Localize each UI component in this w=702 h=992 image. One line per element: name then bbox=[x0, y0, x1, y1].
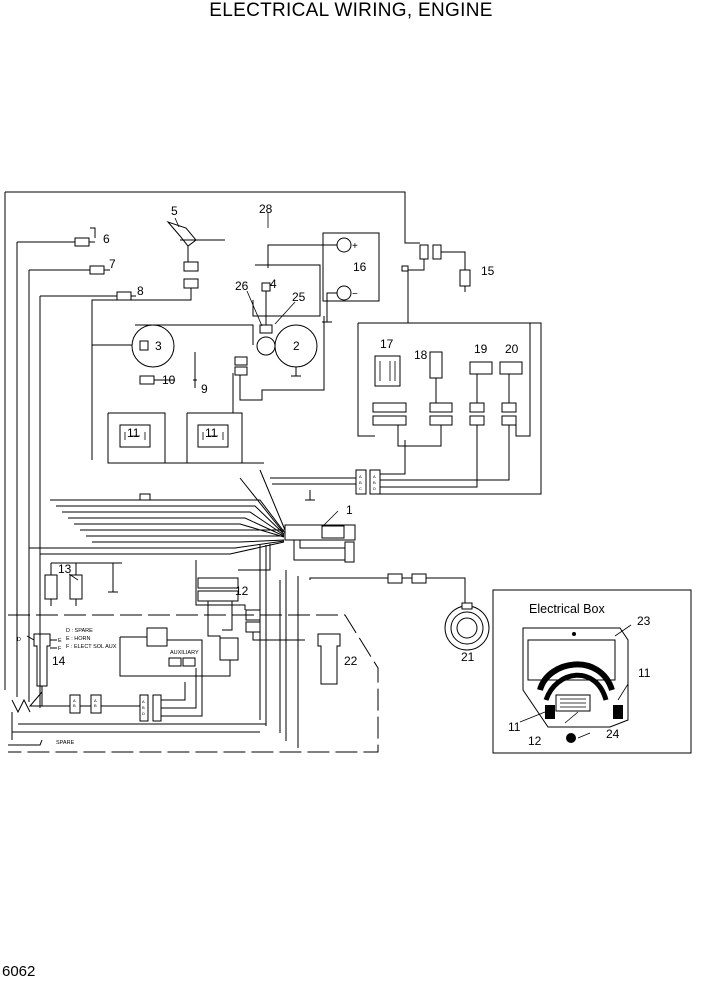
callout-15: 15 bbox=[481, 264, 495, 278]
callout-28: 28 bbox=[259, 202, 273, 216]
battery-plus: + bbox=[352, 241, 358, 252]
callout-18: 18 bbox=[414, 348, 428, 362]
connector-pin-letters: A B C A B D A B A B A B D bbox=[73, 474, 376, 716]
pin-d5: D bbox=[142, 711, 145, 716]
joystick-pin-e: E bbox=[58, 638, 62, 644]
callout-25: 25 bbox=[292, 290, 306, 304]
harness-bundle bbox=[29, 469, 381, 563]
callout-11b: 11 bbox=[205, 426, 218, 440]
callout-4: 4 bbox=[270, 277, 277, 291]
box-callout-24: 24 bbox=[606, 727, 620, 741]
box-callout-12: 12 bbox=[528, 734, 542, 748]
callout-13: 13 bbox=[58, 562, 72, 576]
page-number: 6062 bbox=[2, 963, 36, 980]
electrical-box-inset bbox=[492, 589, 692, 754]
cab-region bbox=[8, 614, 379, 753]
sensors-top-left bbox=[74, 227, 136, 301]
battery-minus: − bbox=[352, 289, 358, 300]
starter-and-alternator bbox=[92, 264, 321, 377]
legend-horn: E : HORN bbox=[66, 636, 90, 642]
callout-19: 19 bbox=[474, 342, 488, 356]
harness-frame bbox=[4, 191, 420, 708]
battery: + − bbox=[267, 232, 380, 323]
callout-26: 26 bbox=[235, 279, 249, 293]
right-switch-panel bbox=[357, 322, 542, 495]
top-right-connector bbox=[401, 244, 471, 323]
relays bbox=[107, 316, 325, 464]
joystick-legend: D : SPARE E : HORN F : ELECT SOL AUX D E… bbox=[17, 628, 199, 746]
electrical-box-title: Electrical Box bbox=[529, 602, 605, 616]
joystick-pin-d: D bbox=[17, 637, 21, 643]
callout-21: 21 bbox=[461, 650, 475, 664]
callout-12: 12 bbox=[235, 584, 249, 598]
pin-b: B bbox=[359, 480, 362, 485]
callout-5: 5 bbox=[171, 204, 178, 218]
callout-16: 16 bbox=[353, 260, 367, 274]
box-callout-23: 23 bbox=[637, 614, 651, 628]
ignition-switch bbox=[91, 220, 225, 460]
pin-a5: A bbox=[142, 699, 145, 704]
auxiliary-label: AUXILIARY bbox=[170, 650, 199, 656]
pin-b3: B bbox=[73, 703, 76, 708]
sensors-mid bbox=[139, 352, 197, 388]
pin-d2: D bbox=[373, 486, 376, 491]
box-callout-11a: 11 bbox=[508, 720, 521, 734]
callout-14: 14 bbox=[52, 654, 66, 668]
pin-a2: A bbox=[373, 474, 376, 479]
callout-20: 20 bbox=[505, 342, 519, 356]
pin-c: C bbox=[359, 486, 362, 491]
electrical-box-labels: Electrical Box 23 11 11 12 24 bbox=[508, 602, 651, 748]
box-callout-11b: 11 bbox=[638, 666, 651, 680]
page-title: ELECTRICAL WIRING, ENGINE bbox=[209, 0, 493, 21]
callout-3: 3 bbox=[155, 339, 162, 353]
callout-8: 8 bbox=[137, 284, 144, 298]
lower-harness bbox=[195, 544, 466, 748]
callout-17: 17 bbox=[380, 337, 394, 351]
pin-a4: A bbox=[94, 698, 97, 703]
joystick-pin-f: F bbox=[58, 646, 62, 652]
leader-lines bbox=[68, 212, 339, 581]
pin-b4: B bbox=[94, 703, 97, 708]
horn bbox=[444, 602, 490, 651]
callout-9: 9 bbox=[201, 382, 208, 396]
callout-1: 1 bbox=[346, 503, 353, 517]
pin-a3: A bbox=[73, 698, 76, 703]
fuses bbox=[44, 562, 122, 606]
legend-spare: D : SPARE bbox=[66, 628, 93, 634]
pin-b5: B bbox=[142, 705, 145, 710]
callout-22: 22 bbox=[344, 654, 358, 668]
callout-2: 2 bbox=[293, 339, 300, 353]
callout-6: 6 bbox=[103, 232, 110, 246]
callout-11a: 11 bbox=[127, 426, 140, 440]
legend-elect-sol-aux: F : ELECT SOL AUX bbox=[66, 644, 117, 650]
callout-7: 7 bbox=[109, 257, 116, 271]
callout-labels: 5 28 6 7 8 16 15 4 26 25 3 2 17 18 19 20… bbox=[52, 202, 519, 668]
pin-b2: B bbox=[373, 480, 376, 485]
pin-a: A bbox=[359, 474, 362, 479]
spare-label: SPARE bbox=[56, 740, 75, 746]
callout-10: 10 bbox=[162, 373, 176, 387]
